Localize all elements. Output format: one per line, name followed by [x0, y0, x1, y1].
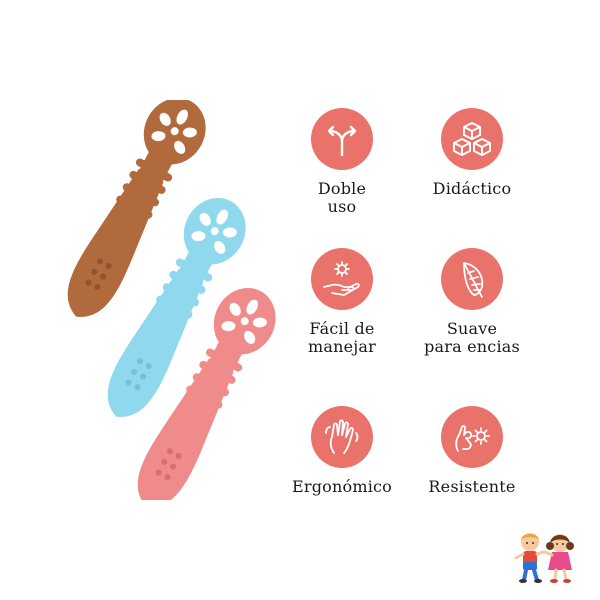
feature-circle [441, 108, 503, 170]
feature-label: Didáctico [432, 179, 512, 198]
girl-figure [543, 534, 574, 583]
feature-label: Doble uso [317, 179, 367, 216]
ok-hand-gear-icon [455, 425, 490, 452]
feature-circle [311, 108, 373, 170]
feature-circle [441, 248, 503, 310]
product-image [60, 100, 288, 500]
feature-label: Ergonómico [291, 477, 393, 496]
spoon-blue [89, 187, 258, 431]
feather-icon [463, 262, 484, 298]
feature-doble-uso: Doble uso [272, 108, 412, 216]
feature-label: Suave para encias [424, 319, 520, 356]
feature-facil-de-manejar: Fácil de manejar [272, 248, 412, 356]
feature-label: Resistente [428, 477, 516, 496]
blocks-icon [453, 122, 491, 156]
hand-icon [325, 419, 359, 454]
split-arrows-icon [327, 125, 357, 157]
feature-circle [311, 406, 373, 468]
boy-figure [514, 533, 545, 583]
feature-didactico: Didáctico [402, 108, 542, 198]
feature-ergonomico: Ergonómico [272, 406, 412, 496]
hand-gear-icon [323, 261, 360, 296]
feature-circle [441, 406, 503, 468]
feature-label: Fácil de manejar [307, 319, 377, 356]
spoon-brown [60, 100, 218, 331]
spoon-pink [119, 277, 288, 500]
feature-suave-para-encias: Suave para encias [402, 248, 542, 356]
kids-logo [514, 533, 574, 583]
feature-circle [311, 248, 373, 310]
feature-resistente: Resistente [402, 406, 542, 496]
